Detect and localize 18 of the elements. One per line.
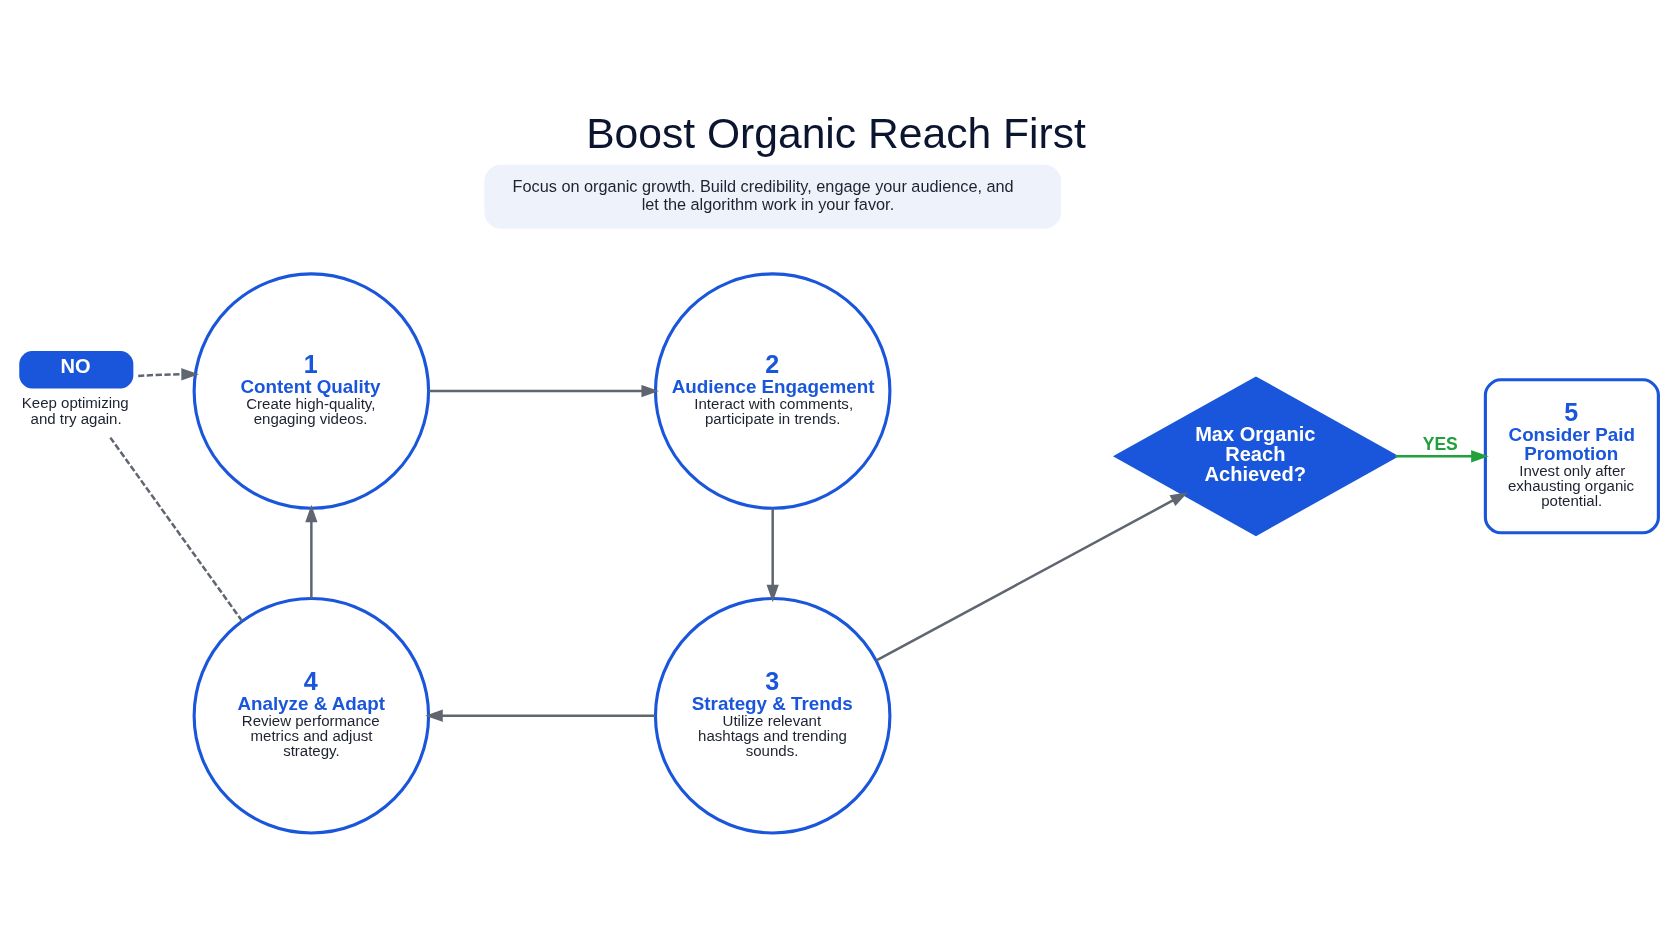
node-label: Keep optimizing and try again. [21, 393, 129, 427]
arrow [1395, 449, 1489, 462]
node-box: NO [19, 350, 134, 389]
edge-label: YES [1422, 433, 1458, 454]
diagram-title: Boost Organic Reach First [586, 108, 1086, 157]
node-circle: 3 Strategy & Trends Utilize relevant hashtags and trending sounds. [653, 596, 892, 835]
node-diamond: Max Organic Reach Achieved? [1112, 375, 1399, 536]
arrow [875, 491, 1188, 662]
arrow [425, 709, 656, 722]
node-circle: 4 Analyze & Adapt Review performance metrics and adjust strategy. [192, 596, 431, 835]
connector [108, 435, 244, 622]
arrow [429, 384, 659, 397]
node-box: 5 Consider Paid Promotion Invest only after exhausting organic potential. [1483, 377, 1660, 534]
arrow [305, 504, 318, 598]
arrow [766, 508, 779, 602]
arrow [138, 367, 199, 380]
node-circle: 2 Audience Engagement Interact with comments, participate in trends. [653, 271, 892, 510]
node-circle: 1 Content Quality Create high-quality, engaging videos. [192, 271, 431, 510]
